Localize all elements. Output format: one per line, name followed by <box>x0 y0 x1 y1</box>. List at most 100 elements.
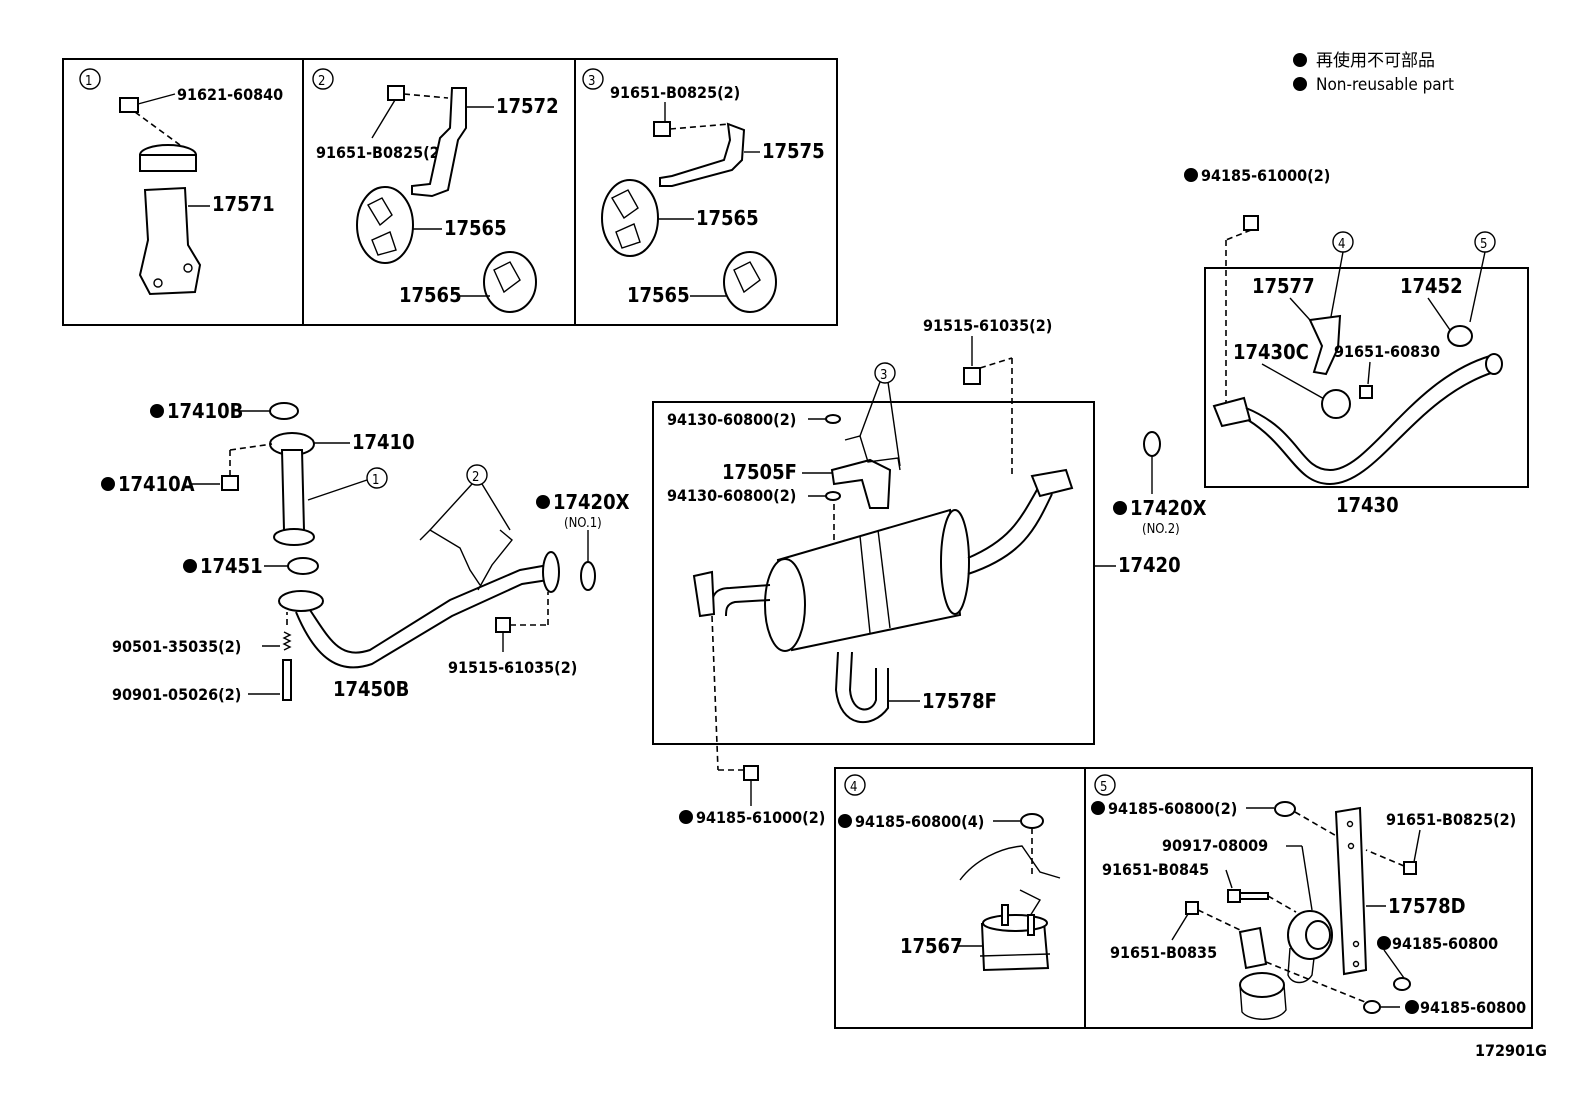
assembly-line <box>1225 229 1252 241</box>
rubber-cushion-icon <box>483 251 537 313</box>
assembly-line <box>1267 895 1297 913</box>
muffler-seam <box>859 535 871 634</box>
callout-number: 5 <box>1480 237 1487 252</box>
clamp-tab-icon <box>1238 926 1268 970</box>
inlet-pipe-icon <box>725 599 771 617</box>
inset5-strap: 17578D <box>1388 894 1466 918</box>
leader-line <box>1225 869 1233 889</box>
tail-pipe-section: 94185-61000(2) 4 5 17577 17452 17430C 91… <box>1184 166 1529 517</box>
rubber-cushion-icon <box>356 186 414 264</box>
non-reusable-dot-icon <box>536 495 550 509</box>
callout-circle <box>312 68 334 90</box>
stud-bolt-icon <box>282 659 292 701</box>
callout-number: 2 <box>318 74 325 89</box>
non-reusable-dot-icon <box>1113 501 1127 515</box>
clamp-ring-icon <box>1239 984 1287 1020</box>
inset4-mount: 17567 <box>900 934 963 958</box>
front-gasket-x1-note: (NO.1) <box>564 516 602 531</box>
clamp-icon <box>1447 325 1473 347</box>
non-reusable-dot-icon <box>1405 1000 1419 1014</box>
gasket-icon <box>580 561 596 591</box>
u-bolt-icon <box>848 651 877 711</box>
flange-icon <box>1212 396 1252 428</box>
cushion-hole <box>493 261 521 294</box>
non-reusable-dot-icon <box>679 810 693 824</box>
inset5-grommet: 90917-08009 <box>1162 836 1268 855</box>
nut-icon <box>825 414 841 424</box>
muffler-seam <box>877 529 891 629</box>
clamp-body <box>139 154 197 172</box>
callout-number: 4 <box>850 780 857 795</box>
muffler-u-bolt: 17578F <box>922 689 997 713</box>
inset2-cushion-a: 17565 <box>444 216 507 240</box>
assembly-line <box>1365 849 1405 867</box>
bolt-hole <box>183 263 193 273</box>
hanger-icon <box>411 87 467 198</box>
bolt-hole <box>153 278 163 288</box>
front-stud: 90901-05026(2) <box>112 685 241 704</box>
callout-number: 3 <box>880 368 887 383</box>
nut-icon <box>221 475 239 491</box>
hanger-icon <box>659 122 746 187</box>
bolt-icon <box>495 617 511 633</box>
callout-circle <box>366 467 388 489</box>
leader-line <box>1171 913 1189 941</box>
inset-2: 2 91651-B0825(2) 17572 17565 17565 <box>302 58 576 326</box>
non-reusable-dot-icon <box>101 477 115 491</box>
muffler-frame <box>652 401 1095 745</box>
callout-number: 2 <box>472 470 479 485</box>
front-gasket-b: 17410B <box>167 399 243 423</box>
inset-5: 5 94185-60800(2) 90917-08009 91651-B0845… <box>1084 767 1533 1029</box>
diagram-id: 172901G <box>1475 1041 1547 1060</box>
strap-hole <box>1346 820 1354 828</box>
muffler-bottom-nut: 94185-61000(2) <box>696 808 825 827</box>
non-reusable-dot-icon <box>1091 801 1105 815</box>
flange-icon <box>1030 468 1074 498</box>
inset-4-frame <box>834 767 1086 1029</box>
stud-icon <box>1001 904 1009 926</box>
callout-number: 5 <box>1100 780 1107 795</box>
leader-line <box>307 479 368 501</box>
inset2-bolt: 91651-B0825(2) <box>316 143 446 162</box>
callout-number: 3 <box>588 74 595 89</box>
callout-circle <box>1094 774 1116 796</box>
muffler-end-cap <box>764 558 806 652</box>
bolt-icon <box>1185 901 1199 915</box>
legend: 再使用不可部品 Non-reusable part <box>1293 50 1454 95</box>
leader-line <box>1289 297 1311 321</box>
gasket-icon <box>269 402 299 420</box>
strap-hole <box>1347 842 1355 850</box>
callout-circle <box>582 68 604 90</box>
leader-line <box>1261 363 1327 401</box>
center-pipe-icon <box>295 579 549 669</box>
leader-line <box>1367 361 1371 385</box>
flange-icon <box>273 528 315 546</box>
muffler-section: 91515-61035(2) 3 94130-60800(2) 17505F 9… <box>652 316 1207 827</box>
leader-line <box>1413 829 1421 863</box>
rubber-cushion-icon <box>601 179 659 257</box>
hanger-rod-icon <box>477 529 513 591</box>
bolt-shank <box>1239 892 1269 900</box>
inset-3: 3 91651-B0825(2) 17575 17565 17565 <box>574 58 838 326</box>
leader-line <box>859 381 881 437</box>
bracket-icon <box>830 458 892 509</box>
front-pipe-icon <box>280 449 306 531</box>
strap-hole <box>1352 940 1360 948</box>
tail-support: 17577 <box>1252 274 1315 298</box>
leader-line <box>481 483 511 531</box>
legend-zh: 再使用不可部品 <box>1316 50 1435 71</box>
nut-icon <box>825 491 841 501</box>
center-pipe: 17450B <box>333 677 409 701</box>
spring-icon <box>282 631 292 651</box>
clamp-ring-icon <box>1239 972 1285 998</box>
gasket-icon <box>1143 431 1161 457</box>
legend-dot-icon <box>1293 77 1307 91</box>
muffler-gasket-x2: 17420X <box>1130 496 1207 520</box>
muffler-top-bolt: 91515-61035(2) <box>923 316 1052 335</box>
leader-line <box>137 93 176 105</box>
tail-pipe-end <box>1485 353 1503 375</box>
nut-icon <box>1020 813 1044 829</box>
callout-circle <box>874 362 896 384</box>
center-pipe-icon <box>309 564 549 654</box>
